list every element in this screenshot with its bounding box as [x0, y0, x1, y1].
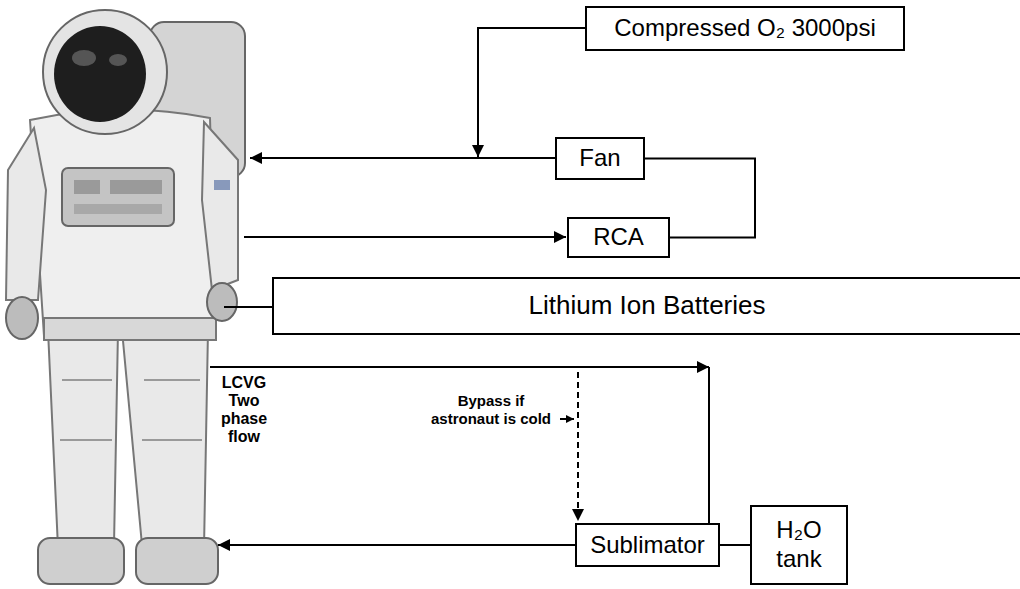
bypass-line: [577, 372, 579, 521]
flow-note: LCVG Two phase flow: [216, 374, 272, 446]
lcvg-down-line: [708, 367, 710, 523]
astronaut-illustration: [6, 10, 245, 584]
water-tank-box: H₂O tank: [750, 505, 848, 585]
box-label: Sublimator: [590, 531, 705, 560]
visor-reflection: [72, 50, 96, 66]
visor: [54, 26, 146, 122]
flag-patch: [214, 180, 230, 190]
box-label: H₂O tank: [758, 516, 840, 574]
bypass-note: Bypass if astronaut is cold: [426, 392, 556, 428]
supply-air-line: [250, 157, 555, 159]
glove: [207, 283, 237, 321]
control-knob: [74, 180, 100, 194]
lcvg-out-line: [210, 366, 709, 368]
visor-reflection: [109, 54, 127, 66]
chest-control-unit: [62, 168, 174, 226]
suit-seam: [60, 380, 202, 440]
box-label: Compressed O₂ 3000psi: [614, 14, 875, 43]
suit-arm: [202, 122, 238, 290]
glove: [6, 297, 38, 339]
box-label: Fan: [579, 144, 620, 173]
gas-supply-box: Compressed O₂ 3000psi: [585, 6, 905, 51]
suit-torso: [30, 109, 216, 336]
power-line: [224, 306, 272, 308]
connector-line: [720, 544, 750, 546]
waist-ring: [44, 318, 216, 340]
control-display: [110, 180, 162, 194]
control-panel: [74, 204, 162, 214]
bypass-pointer: [560, 418, 574, 420]
sublimator-box: Sublimator: [575, 523, 720, 567]
box-label: Lithium Ion Batteries: [528, 290, 765, 321]
boot: [38, 538, 124, 584]
battery-band: Lithium Ion Batteries: [272, 277, 1020, 335]
fan-box: Fan: [555, 137, 645, 180]
suit-arm: [6, 128, 46, 300]
box-label: RCA: [593, 223, 644, 252]
return-air-line: [244, 236, 566, 238]
boot: [136, 538, 218, 584]
rca-box: RCA: [567, 217, 670, 258]
lcvg-return-line: [218, 544, 575, 546]
helmet: [43, 10, 167, 134]
